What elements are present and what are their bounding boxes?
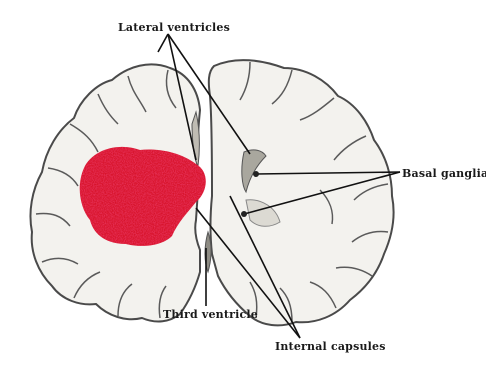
label-lateral-ventricles: Lateral ventricles: [118, 21, 230, 34]
label-third-ventricle: Third ventricle: [163, 308, 258, 321]
right-hemisphere: [209, 60, 394, 325]
label-internal-capsules: Internal capsules: [275, 340, 386, 353]
label-basal-ganglia: Basal ganglia: [402, 167, 486, 180]
